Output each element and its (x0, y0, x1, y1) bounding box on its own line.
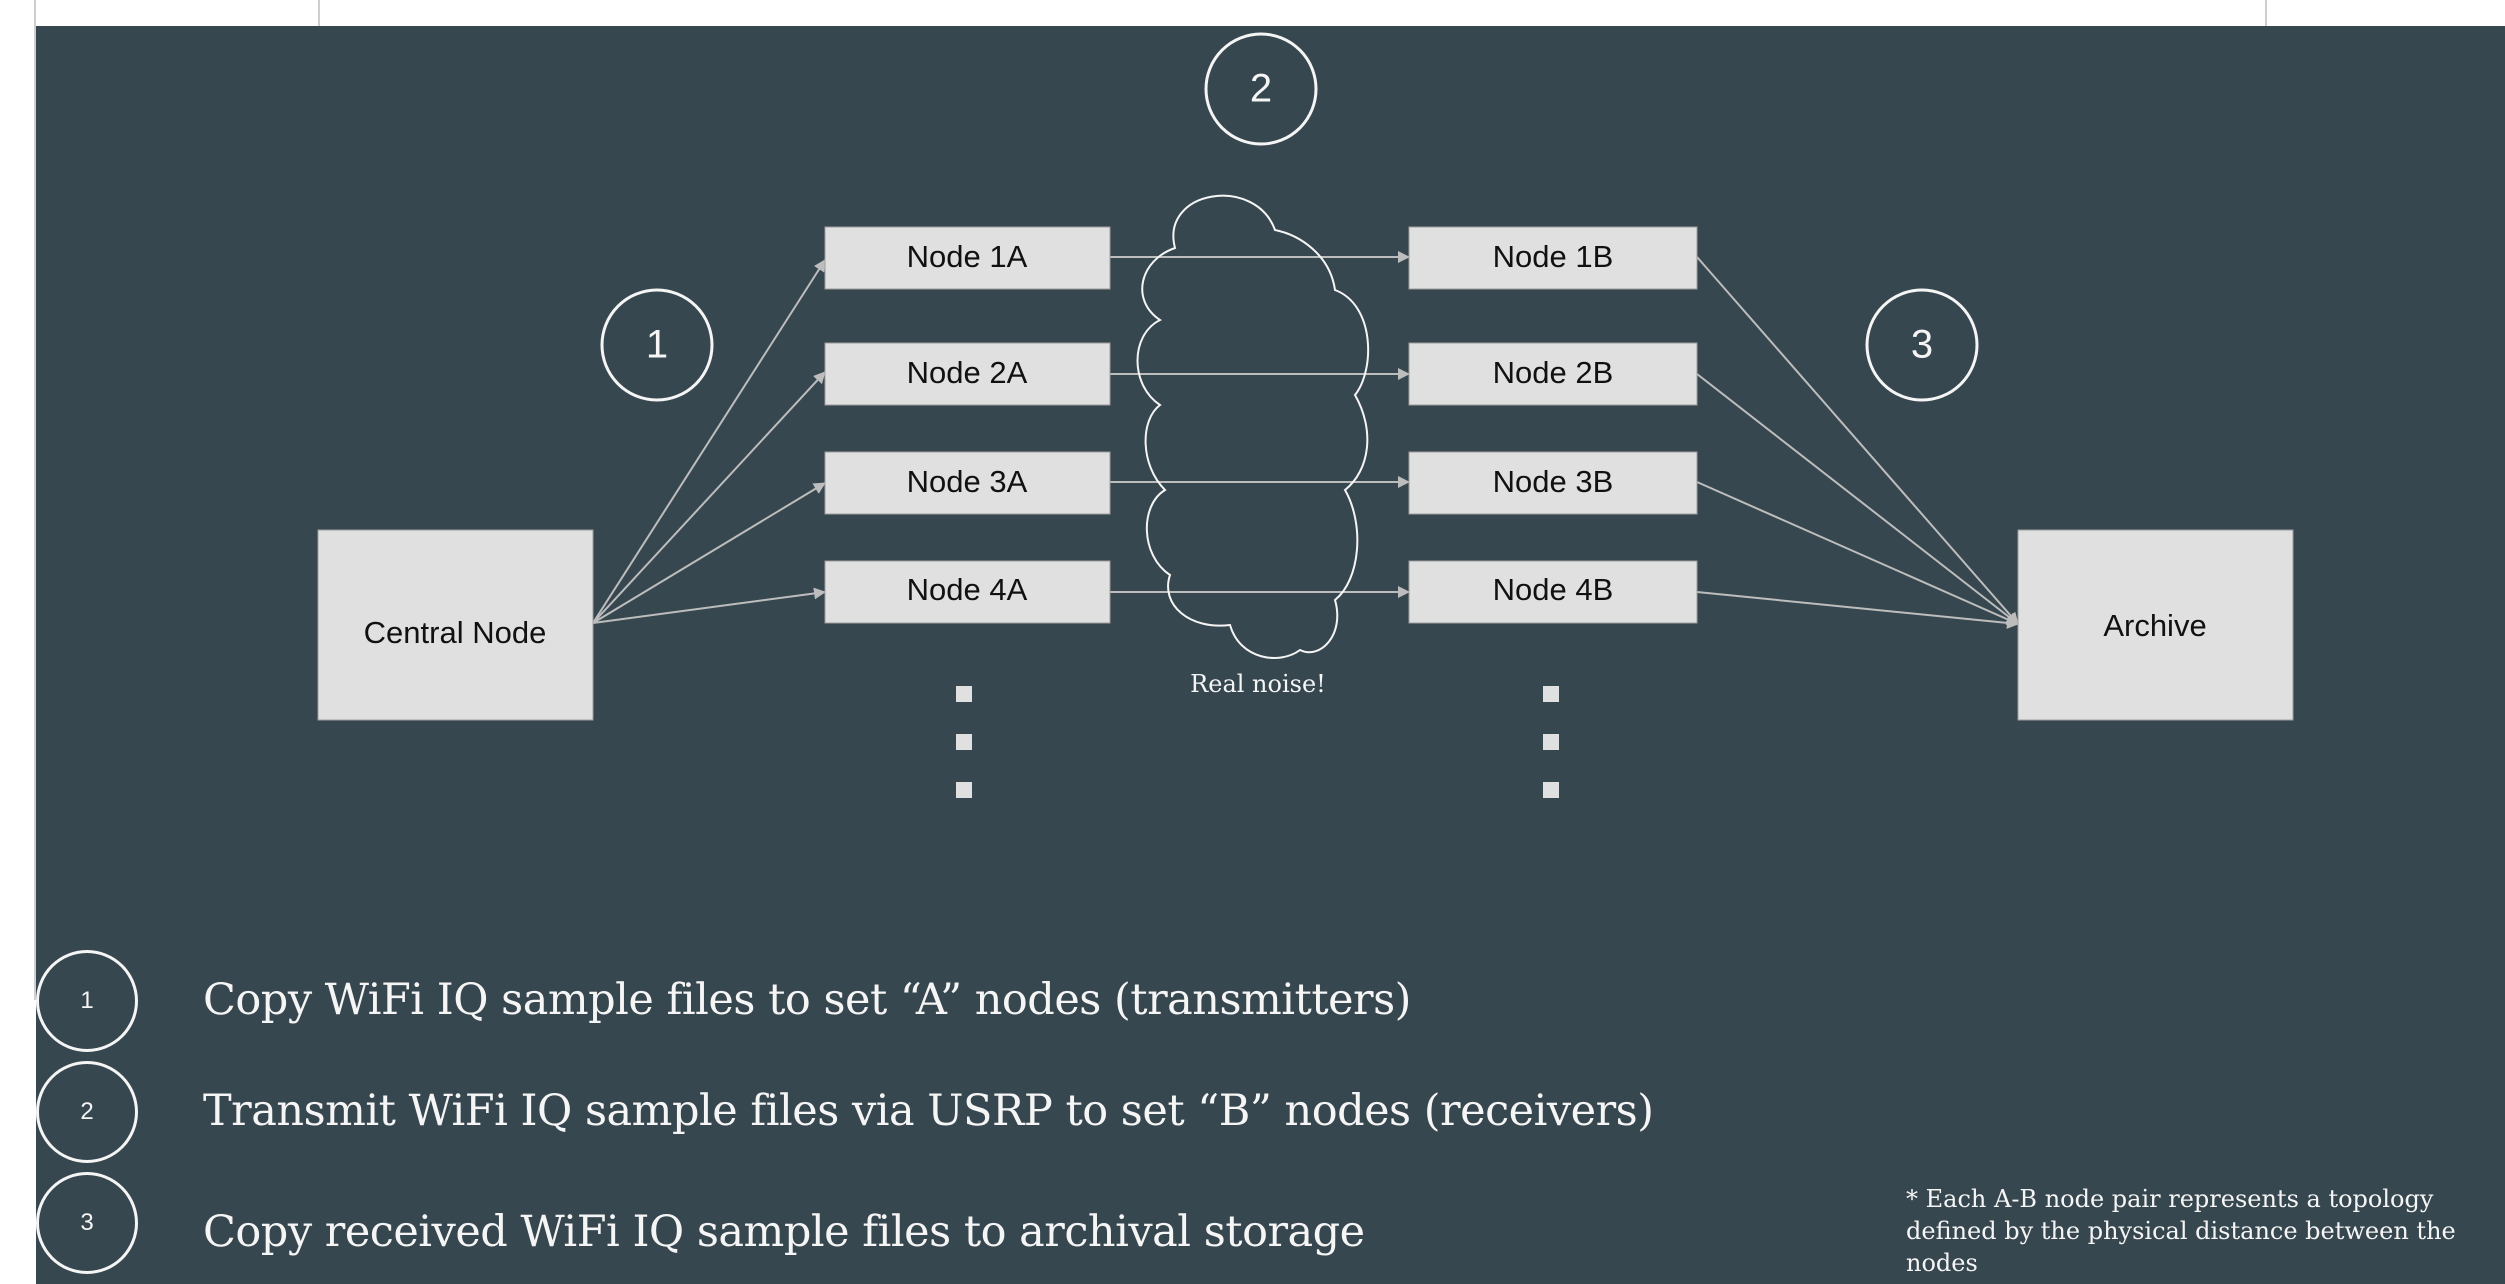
arrow-central-4a (592, 587, 826, 624)
node-3a-label: Node 3A (907, 464, 1028, 499)
node-4b-label: Node 4B (1493, 572, 1614, 607)
step-marker-2 (1204, 32, 1318, 146)
a-to-b-arrows (1110, 251, 1410, 598)
arrow-2b-archive (1696, 373, 2019, 625)
central-node-label: Central Node (364, 615, 547, 650)
legend-text-1: Copy WiFi IQ sample files to set “A” nod… (203, 975, 1411, 1025)
frame-divider (318, 0, 320, 26)
node-2a-box (824, 342, 1111, 406)
window-left-strip (0, 0, 36, 1000)
central-node-box (317, 529, 594, 721)
step-marker-1 (600, 288, 714, 402)
step-marker-2-label: 2 (1250, 67, 1272, 111)
arrow-1b-archive (1696, 256, 2019, 625)
more-nodes-b-ellipsis (1543, 686, 1559, 798)
arrow-central-3a (592, 482, 826, 624)
node-4b-box (1408, 560, 1698, 624)
arrow-central-2a (592, 371, 826, 624)
arrow-3b-archive (1696, 481, 2019, 626)
frame-divider (2265, 0, 2267, 26)
archive-box (2017, 529, 2294, 721)
step-marker-1-label: 1 (646, 323, 668, 367)
node-1b-box (1408, 226, 1698, 290)
legend-number-1: 1 (36, 950, 138, 1052)
legend-number-2: 2 (36, 1061, 138, 1163)
legend-text-2: Transmit WiFi IQ sample files via USRP t… (203, 1086, 1654, 1136)
noise-cloud-icon (1136, 194, 1370, 659)
node-1b-label: Node 1B (1493, 239, 1614, 274)
node-1a-box (824, 226, 1111, 290)
step-marker-3 (1865, 288, 1979, 402)
window-top-strip (0, 0, 2505, 26)
footnote: * Each A-B node pair represents a topolo… (1906, 1185, 2456, 1277)
archive-label: Archive (2103, 608, 2206, 643)
more-nodes-a-ellipsis (956, 686, 972, 798)
arrow-4b-archive (1696, 591, 2019, 629)
node-2b-label: Node 2B (1493, 355, 1614, 390)
b-to-archive-arrows (1696, 256, 2019, 629)
legend-number-3: 3 (36, 1172, 138, 1274)
node-3b-box (1408, 451, 1698, 515)
node-4a-box (824, 560, 1111, 624)
node-1a-label: Node 1A (907, 239, 1028, 274)
central-to-a-arrows (592, 259, 826, 624)
node-2a-label: Node 2A (907, 355, 1028, 390)
node-2b-box (1408, 342, 1698, 406)
cloud-label: Real noise! (1190, 670, 1326, 698)
node-4a-label: Node 4A (907, 572, 1028, 607)
step-marker-3-label: 3 (1911, 323, 1933, 367)
node-3a-box (824, 451, 1111, 515)
arrow-central-1a (592, 259, 826, 624)
node-3b-label: Node 3B (1493, 464, 1614, 499)
legend-text-3: Copy received WiFi IQ sample files to ar… (203, 1207, 1365, 1257)
